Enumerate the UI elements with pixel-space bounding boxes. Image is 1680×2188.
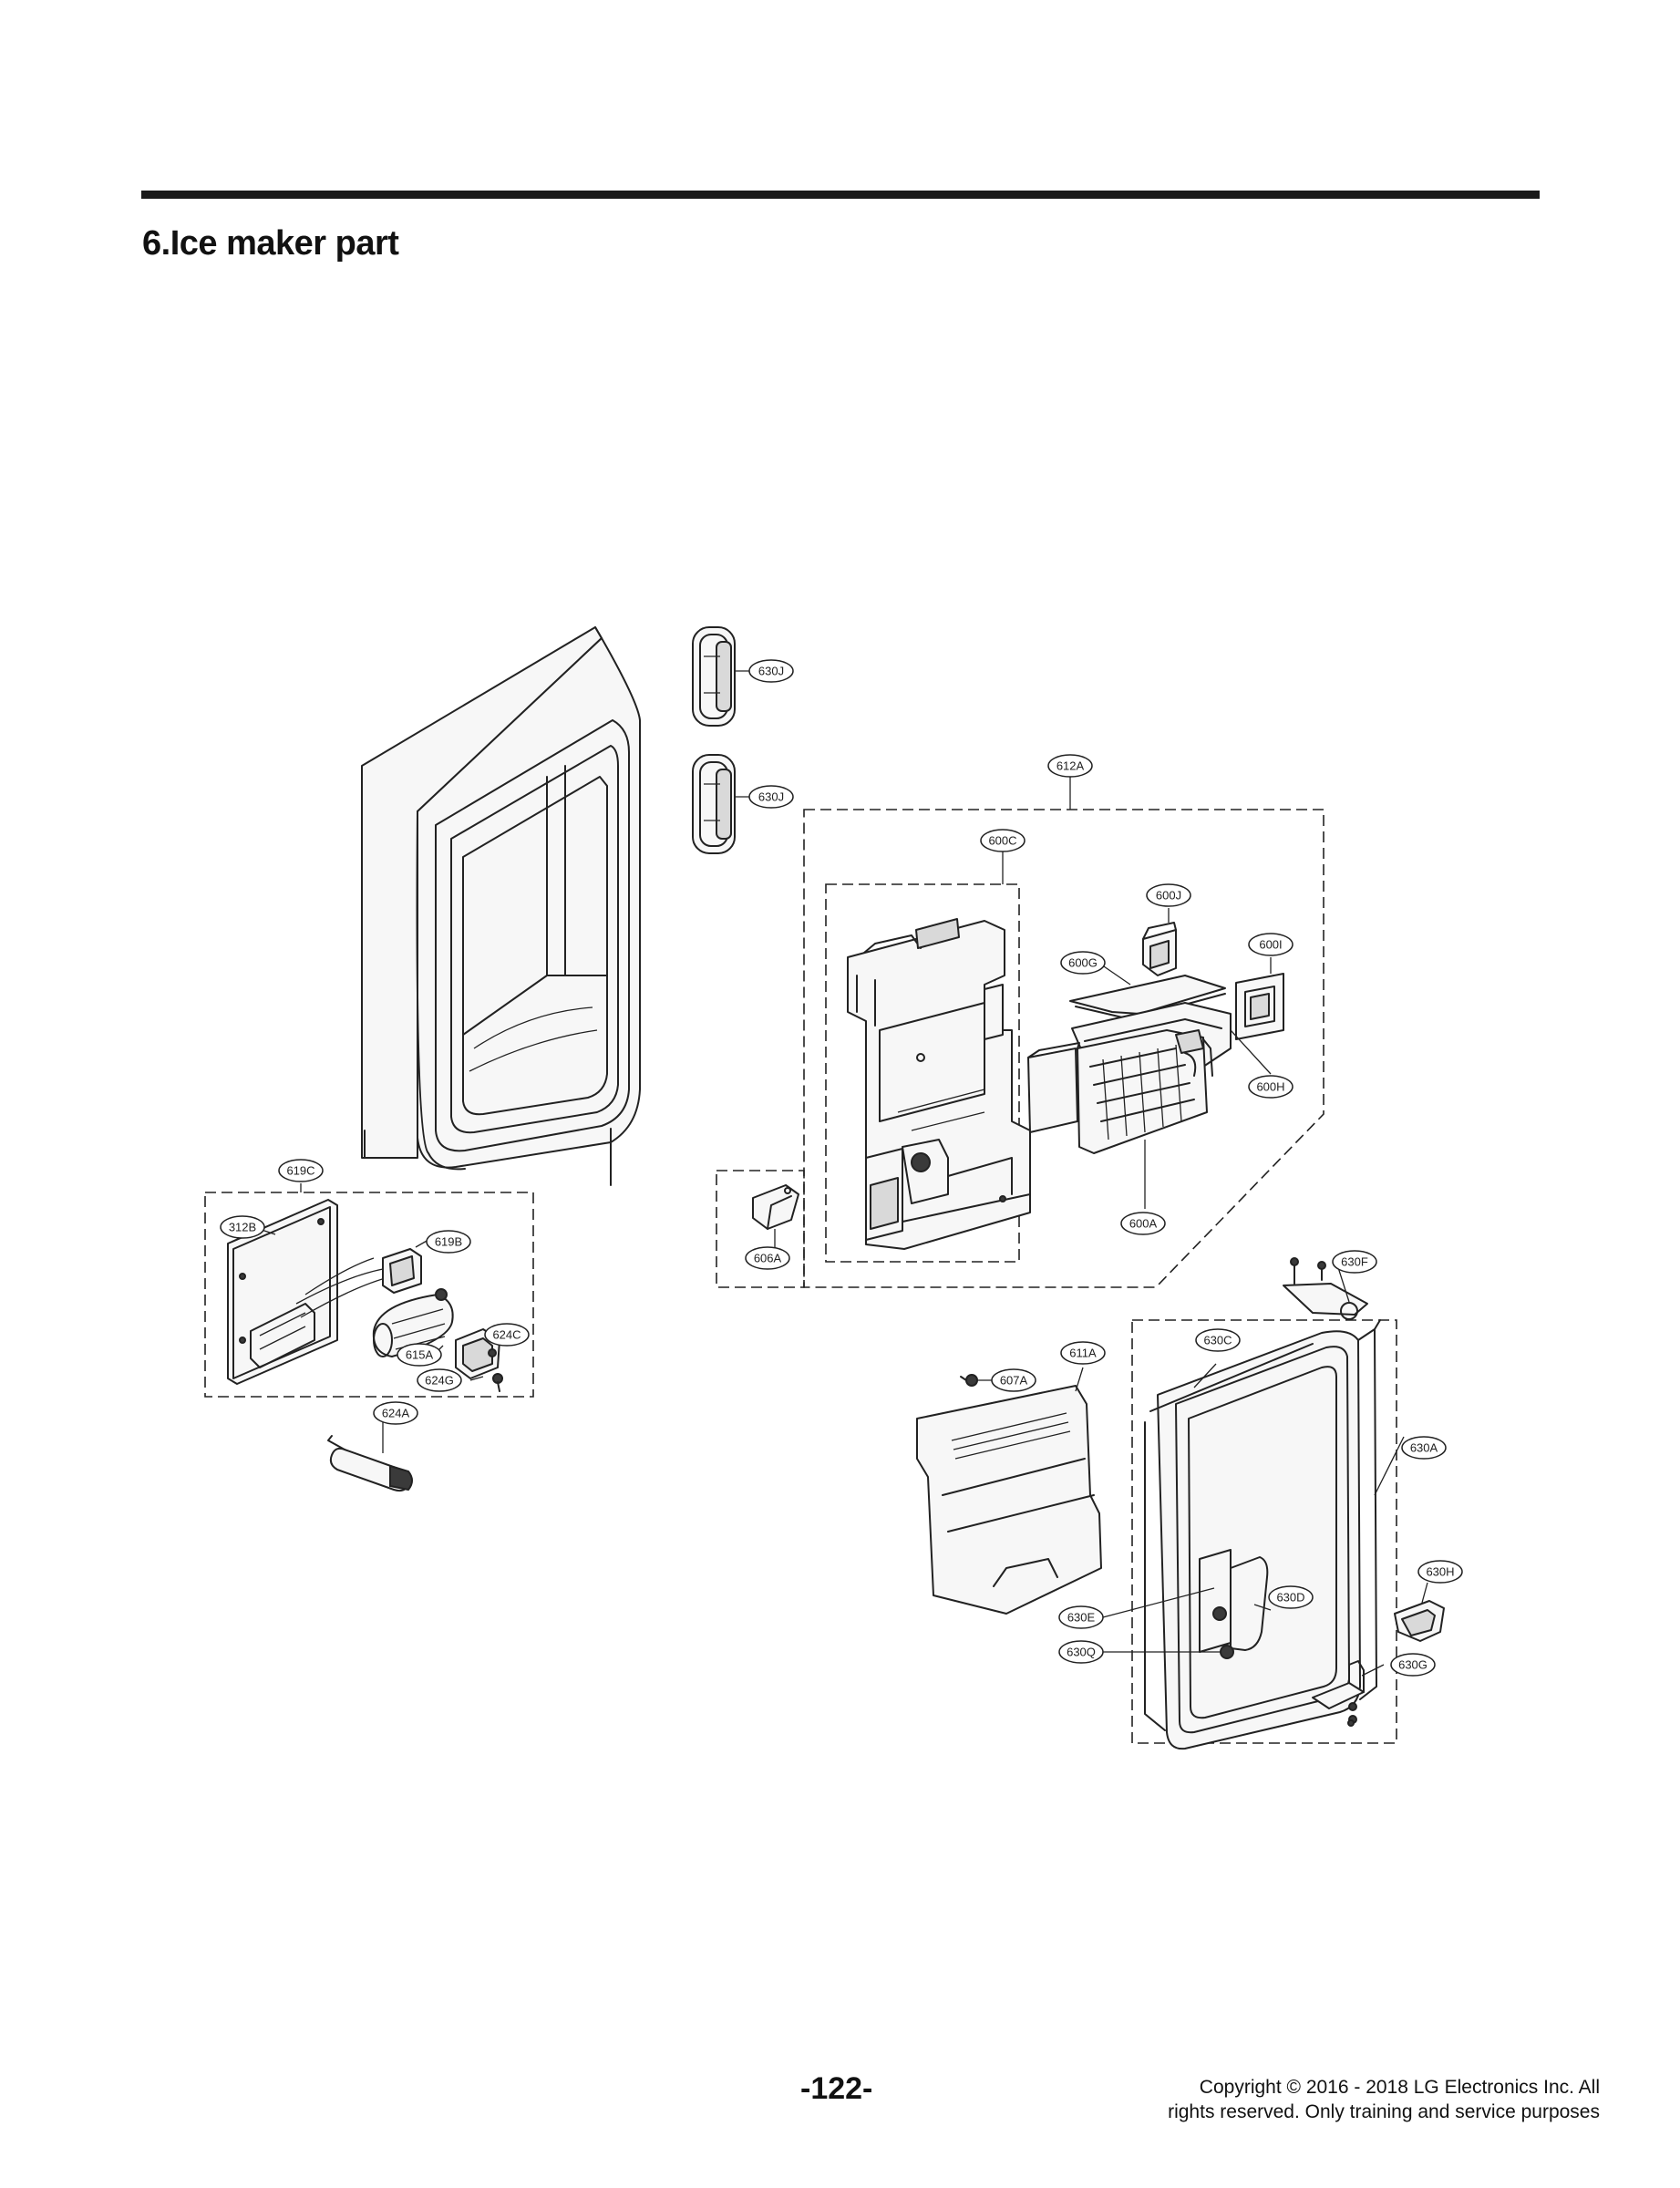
callout-615a: 615A xyxy=(397,1343,442,1367)
callout-630g: 630G xyxy=(1390,1653,1436,1677)
callout-630f: 630F xyxy=(1332,1250,1377,1274)
cover-600i xyxy=(1235,973,1284,1040)
callout-624c: 624C xyxy=(484,1323,530,1347)
hinge-630g xyxy=(1312,1660,1365,1727)
callout-600c-label: 600C xyxy=(988,834,1016,848)
callout-624a: 624A xyxy=(373,1401,418,1425)
cap-630j-lower xyxy=(692,754,736,854)
ice-maker-600a xyxy=(1027,1029,1213,1154)
sub-assembly-600c-outline xyxy=(825,883,1020,1263)
callout-600h: 600H xyxy=(1248,1075,1293,1099)
board-cover-312b xyxy=(227,1199,393,1385)
callout-600j-label: 600J xyxy=(1156,889,1181,903)
callout-611a-label: 611A xyxy=(1069,1347,1097,1360)
top-rule xyxy=(141,191,1540,199)
callout-612a: 612A xyxy=(1047,754,1093,778)
callout-630j-upper: 630J xyxy=(748,659,794,683)
callout-619c-label: 619C xyxy=(286,1164,314,1178)
motor-615a xyxy=(372,1288,454,1357)
callout-606a: 606A xyxy=(745,1246,790,1270)
callout-619b-label: 619B xyxy=(435,1235,462,1249)
ice-maker-housing-600c xyxy=(847,918,1031,1250)
screw-607a xyxy=(960,1374,978,1387)
callout-612a-label: 612A xyxy=(1056,759,1085,773)
callout-630j-lower-label: 630J xyxy=(758,790,784,804)
solenoid-624a xyxy=(327,1435,413,1492)
callout-630c: 630C xyxy=(1195,1328,1241,1352)
gasket-630c xyxy=(1144,1343,1314,1731)
callout-600a: 600A xyxy=(1120,1212,1166,1235)
wiring-619b xyxy=(382,1248,422,1294)
callout-600g: 600G xyxy=(1060,951,1106,975)
sub-assembly-606a-outline xyxy=(716,1170,805,1288)
sub-assembly-619c-outline xyxy=(204,1192,534,1398)
callout-606a-label: 606A xyxy=(754,1252,782,1265)
callout-607a: 607A xyxy=(991,1368,1036,1392)
callout-600a-label: 600A xyxy=(1129,1217,1158,1231)
callout-624a-label: 624A xyxy=(382,1407,410,1420)
callout-630q: 630Q xyxy=(1058,1640,1104,1664)
callout-312b: 312B xyxy=(220,1215,265,1239)
callout-630a: 630A xyxy=(1401,1436,1447,1460)
bracket-606a xyxy=(752,1184,799,1230)
callout-630e: 630E xyxy=(1058,1605,1104,1629)
hinge-630f xyxy=(1283,1257,1368,1320)
dispenser-frame-illustration xyxy=(361,626,641,1186)
callout-630e-label: 630E xyxy=(1067,1611,1096,1625)
page-title: 6.Ice maker part xyxy=(142,224,399,263)
callout-600c: 600C xyxy=(980,829,1026,852)
callout-630a-label: 630A xyxy=(1410,1441,1438,1455)
callout-624g: 624G xyxy=(417,1368,462,1392)
copyright-line-2: rights reserved. Only training and servi… xyxy=(1168,2101,1600,2122)
callout-600j: 600J xyxy=(1146,883,1191,907)
callout-611a: 611A xyxy=(1060,1341,1106,1365)
spring-630d xyxy=(1199,1549,1269,1659)
callout-630g-label: 630G xyxy=(1398,1658,1427,1672)
callout-619b: 619B xyxy=(426,1230,471,1254)
callout-600i: 600I xyxy=(1248,933,1293,956)
copyright-line-1: Copyright © 2016 - 2018 LG Electronics I… xyxy=(1199,2077,1600,2098)
screw-624g xyxy=(492,1373,503,1392)
callout-615a-label: 615A xyxy=(406,1348,434,1362)
callout-600h-label: 600H xyxy=(1256,1080,1284,1094)
callout-630j-upper-label: 630J xyxy=(758,665,784,678)
callout-630j-lower: 630J xyxy=(748,785,794,809)
callout-630d: 630D xyxy=(1268,1585,1314,1609)
callout-600g-label: 600G xyxy=(1068,956,1098,970)
callout-630h: 630H xyxy=(1417,1560,1463,1584)
callout-607a-label: 607A xyxy=(1000,1374,1028,1388)
page-number: -122- xyxy=(800,2071,873,2106)
callout-630f-label: 630F xyxy=(1341,1255,1368,1269)
callout-600i-label: 600I xyxy=(1259,938,1282,952)
cap-630j-upper xyxy=(692,626,736,727)
callout-630d-label: 630D xyxy=(1276,1591,1304,1605)
callout-624c-label: 624C xyxy=(492,1328,520,1342)
callout-619c: 619C xyxy=(278,1159,324,1182)
callout-624g-label: 624G xyxy=(425,1374,454,1388)
callout-630c-label: 630C xyxy=(1203,1334,1232,1347)
leader-lines xyxy=(258,670,1428,1677)
copyright-notice: Copyright © 2016 - 2018 LG Electronics I… xyxy=(1016,2075,1600,2124)
cover-630h xyxy=(1394,1600,1445,1642)
callout-312b-label: 312B xyxy=(229,1221,256,1234)
callout-630h-label: 630H xyxy=(1426,1565,1454,1579)
callout-630q-label: 630Q xyxy=(1067,1646,1096,1659)
door-assembly-outline xyxy=(1131,1319,1397,1744)
cover-611a xyxy=(916,1385,1102,1615)
clip-600j xyxy=(1142,922,1177,976)
